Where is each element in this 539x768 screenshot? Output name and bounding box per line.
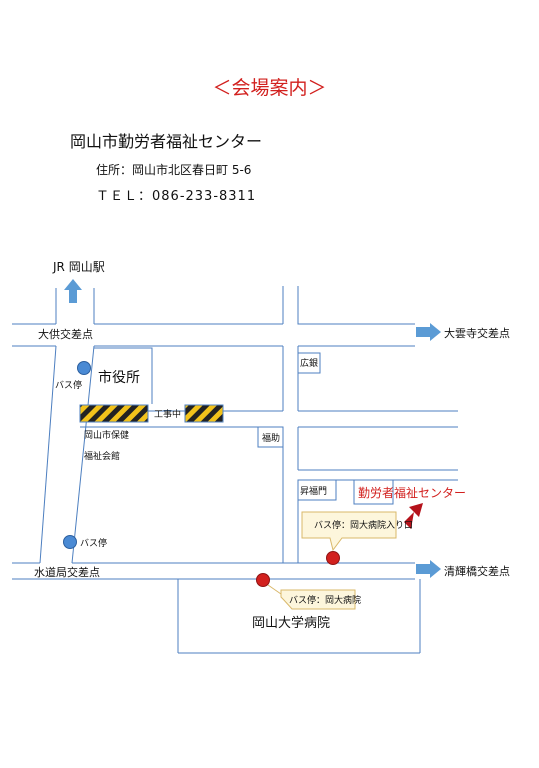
callout-hospital-stop-text: バス停：岡大病院 <box>289 594 361 606</box>
city-hall-label: 市役所 <box>98 369 140 386</box>
fukusuke-label: 福助 <box>262 432 280 444</box>
city-hall-block <box>94 347 153 404</box>
arrows <box>64 279 441 578</box>
page-title: ＜会場案内＞ <box>212 77 327 99</box>
seiki-intersection-label: 清輝橋交差点 <box>444 564 510 578</box>
hospital-label: 岡山大学病院 <box>252 615 330 631</box>
hoken-label-1: 岡山市保健 <box>84 429 129 441</box>
bus-stop-icon-south <box>63 535 77 549</box>
construction-hatch-right <box>184 404 224 423</box>
buildings <box>94 347 394 505</box>
jr-station-label: JR 岡山駅 <box>52 260 105 274</box>
hoken-label-2: 福祉会館 <box>84 450 120 462</box>
venue-address: 住所：岡山市北区春日町 5-6 <box>96 163 252 177</box>
bus-stop-south-label: バス停 <box>80 537 107 549</box>
seiki-arrow <box>416 560 441 578</box>
construction-label: 工事中 <box>154 408 181 420</box>
shoukakumon-label: 昇福門 <box>300 485 327 497</box>
venue-block <box>353 479 394 505</box>
suidokyoku-intersection-label: 水道局交差点 <box>34 565 100 579</box>
bus-stop-icon-north <box>77 361 91 375</box>
bus-stops <box>63 361 340 587</box>
bus-stop-icon-hospital <box>256 573 270 587</box>
venue-name: 岡山市勤労者福祉センター <box>70 132 263 151</box>
fukusuke-block <box>257 426 284 448</box>
callouts: バス停：岡大病院入り口 バス停：岡大病院 <box>267 511 413 610</box>
road-lines <box>12 286 458 654</box>
jr-station-arrow <box>64 279 82 303</box>
map-labels: JR 岡山駅 大供交差点 大雲寺交差点 水道局交差点 清輝橋交差点 市役所 バス… <box>34 260 510 631</box>
izumo-arrow <box>416 323 441 341</box>
venue-tel: ＴＥＬ：086-233-8311 <box>96 189 257 204</box>
shoukakumon-block <box>297 479 337 501</box>
kouro-label: 広銀 <box>300 357 318 369</box>
callout-hospital-stop-box <box>280 589 356 610</box>
construction-zone: 工事中 <box>79 404 224 423</box>
callout-venue-stop-box <box>301 511 397 552</box>
bus-stop-north-label: バス停 <box>55 379 82 391</box>
izumo-intersection-label: 大雲寺交差点 <box>444 326 510 340</box>
callout-venue-stop-text: バス停：岡大病院入り口 <box>314 519 413 531</box>
kouro-block <box>297 352 321 374</box>
bus-stop-icon-venue <box>326 551 340 565</box>
construction-hatch-left <box>79 404 149 423</box>
venue-pointer-arrow <box>404 503 423 529</box>
venue-label: 勤労者福祉センター <box>358 485 466 500</box>
ohmoto-intersection-label: 大供交差点 <box>38 327 93 341</box>
